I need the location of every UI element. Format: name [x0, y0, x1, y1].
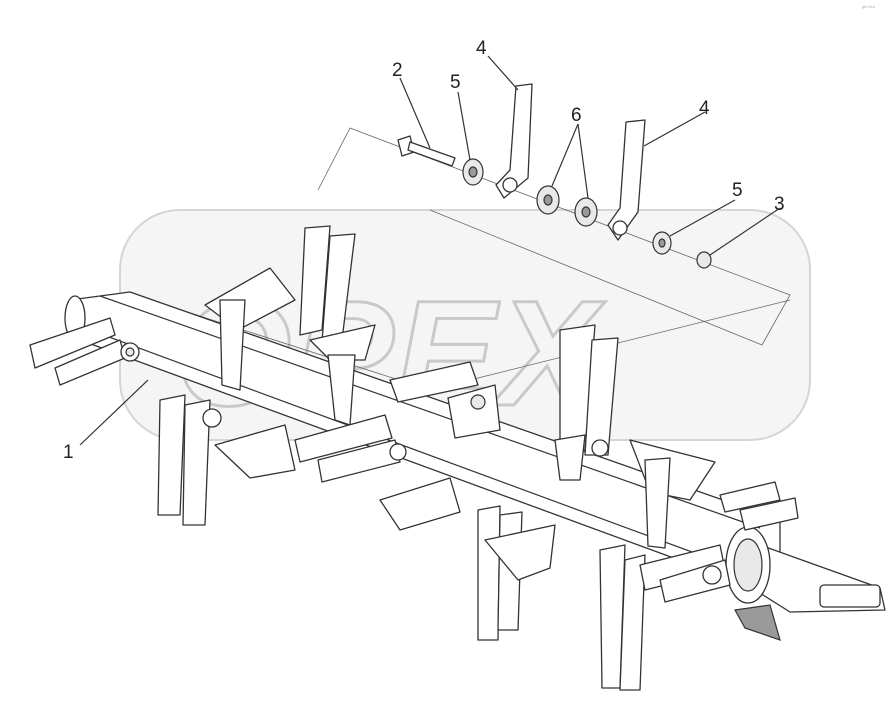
- callout-1: 1: [63, 442, 74, 463]
- leader-lines: [79, 55, 781, 446]
- bolt: [397, 135, 456, 167]
- callout-labels: 2 5 4 6 4 5 3 1: [63, 38, 785, 463]
- callout-2: 2: [392, 60, 403, 81]
- blade-right: [607, 119, 646, 241]
- blade-groups: [29, 225, 799, 691]
- nut: [696, 251, 712, 269]
- callout-5-lower: 5: [732, 180, 743, 201]
- corner-note: gtk ibm: [862, 4, 876, 9]
- exploded-parts: [397, 83, 712, 269]
- callout-5-upper: 5: [450, 72, 461, 93]
- callout-6: 6: [571, 105, 582, 126]
- callout-3: 3: [774, 194, 785, 215]
- callout-4-right: 4: [699, 98, 710, 119]
- blade-upper-left: [495, 83, 533, 199]
- callout-4-upper: 4: [476, 38, 487, 59]
- rotor-shaft: [64, 291, 886, 641]
